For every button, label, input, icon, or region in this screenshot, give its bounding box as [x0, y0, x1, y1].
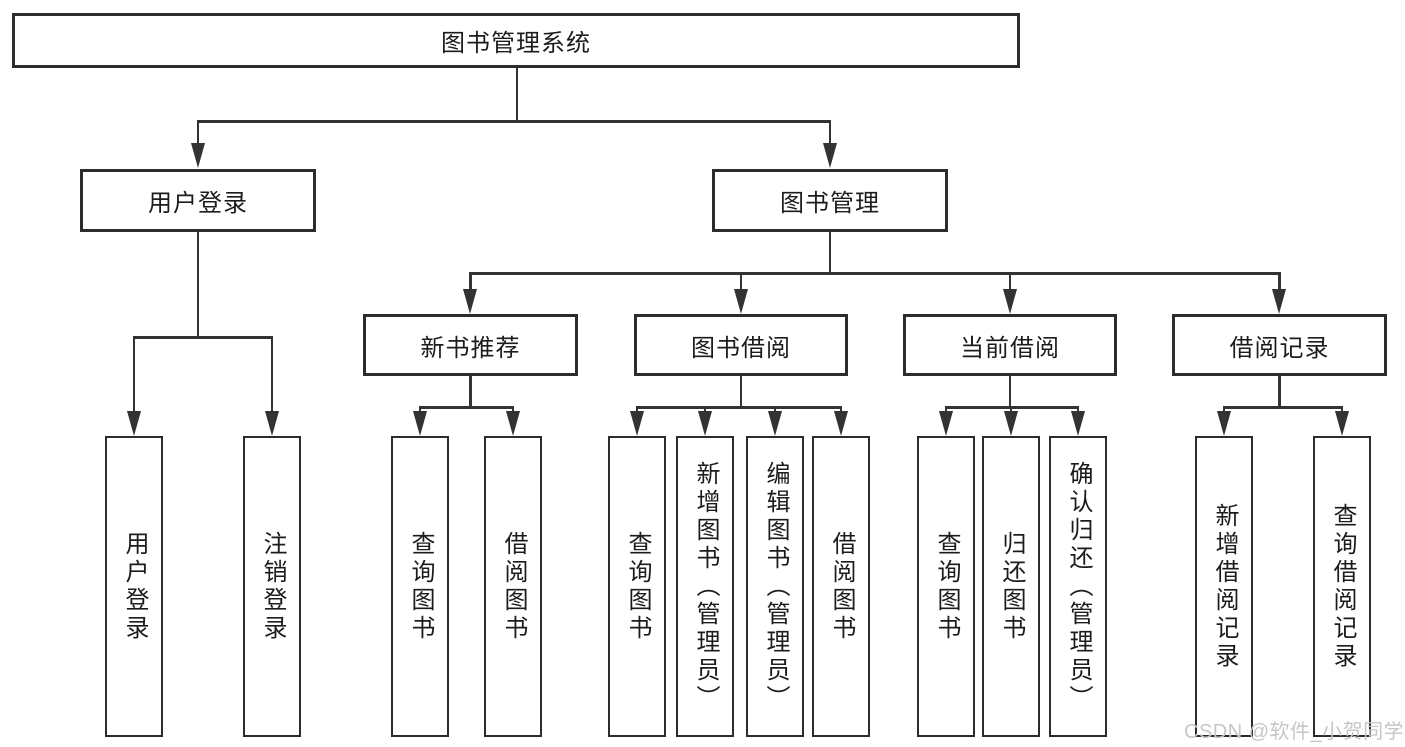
leaf-logout-label: 注销登录 — [259, 530, 286, 643]
arrow-down-icon — [505, 411, 520, 436]
leaf-current-query-label: 查询图书 — [933, 530, 960, 643]
arrow-down-icon — [767, 411, 782, 436]
connector-line — [469, 272, 1281, 275]
connector-line — [828, 232, 832, 272]
node-user-login-label: 用户登录 — [148, 190, 248, 217]
arrow-down-icon — [629, 411, 644, 436]
node-new-books: 新书推荐 — [363, 314, 578, 376]
connector-line — [635, 406, 639, 411]
arrow-down-icon — [1003, 411, 1018, 436]
connector-line — [132, 336, 136, 411]
connector-line — [270, 336, 274, 411]
leaf-current-confirm-label: 确认归还（管理员） — [1065, 460, 1092, 713]
arrow-down-icon — [1002, 289, 1017, 314]
leaf-user-login-label: 用户登录 — [121, 530, 148, 643]
connector-line — [635, 406, 843, 409]
node-user-login: 用户登录 — [80, 169, 316, 232]
arrow-down-icon — [1272, 289, 1286, 314]
connector-line — [1222, 406, 1343, 409]
connector-line — [196, 120, 832, 123]
node-new-books-label: 新书推荐 — [420, 334, 521, 362]
leaf-borrow-edit: 编辑图书（管理员） — [746, 436, 804, 737]
leaf-borrow-edit-label: 编辑图书（管理员） — [762, 460, 789, 713]
node-book-mgmt: 图书管理 — [712, 169, 948, 232]
node-root: 图书管理系统 — [12, 13, 1020, 68]
connector-line — [1278, 272, 1281, 289]
arrow-down-icon — [126, 411, 141, 436]
arrow-down-icon — [1216, 411, 1231, 436]
arrow-down-icon — [938, 411, 953, 436]
connector-line — [511, 406, 515, 411]
connector-line — [944, 406, 948, 411]
connector-line — [469, 272, 472, 289]
leaf-borrow-add-label: 新增图书（管理员） — [692, 460, 719, 713]
connector-line — [1076, 406, 1080, 411]
node-book-borrow-label: 图书借阅 — [691, 334, 791, 362]
connector-line — [1008, 376, 1012, 406]
leaf-current-return-label: 归还图书 — [998, 530, 1025, 643]
watermark: CSDN @软件_小贺同学 — [1184, 721, 1405, 743]
leaf-user-login: 用户登录 — [105, 436, 163, 737]
arrow-down-icon — [412, 411, 427, 436]
connector-line — [418, 406, 422, 411]
arrow-down-icon — [833, 411, 848, 436]
connector-line — [773, 406, 777, 411]
node-root-label: 图书管理系统 — [441, 30, 591, 57]
arrow-down-icon — [822, 143, 837, 168]
node-book-borrow: 图书借阅 — [634, 314, 848, 376]
leaf-borrow-query-label: 查询图书 — [624, 530, 651, 643]
node-current-borrow: 当前借阅 — [903, 314, 1117, 376]
connector-line — [1340, 406, 1344, 411]
arrow-down-icon — [697, 411, 712, 436]
leaf-current-return: 归还图书 — [982, 436, 1040, 737]
connector-line — [1278, 376, 1281, 406]
arrow-down-icon — [1070, 411, 1085, 436]
connector-line — [1009, 406, 1013, 411]
connector-line — [839, 406, 843, 411]
leaf-newbooks-query: 查询图书 — [391, 436, 449, 737]
leaf-current-confirm: 确认归还（管理员） — [1049, 436, 1107, 737]
leaf-records-query: 查询借阅记录 — [1313, 436, 1371, 737]
connector-line — [828, 120, 832, 143]
arrow-down-icon — [190, 143, 205, 168]
connector-line — [703, 406, 707, 411]
leaf-newbooks-borrow-label: 借阅图书 — [500, 530, 527, 643]
connector-line — [1222, 406, 1226, 411]
leaf-records-query-label: 查询借阅记录 — [1329, 502, 1356, 671]
connector-line — [418, 406, 515, 409]
leaf-records-add-label: 新增借阅记录 — [1211, 502, 1238, 671]
leaf-current-query: 查询图书 — [917, 436, 975, 737]
leaf-borrow-borrow-label: 借阅图书 — [828, 530, 855, 643]
connector-line — [515, 68, 519, 120]
arrow-down-icon — [463, 289, 477, 314]
node-book-mgmt-label: 图书管理 — [780, 190, 880, 217]
connector-line — [739, 272, 743, 289]
leaf-borrow-query: 查询图书 — [608, 436, 666, 737]
connector-line — [739, 376, 743, 406]
arrow-down-icon — [1334, 411, 1349, 436]
arrow-down-icon — [264, 411, 279, 436]
leaf-borrow-add: 新增图书（管理员） — [676, 436, 734, 737]
connector-line — [132, 336, 274, 339]
node-borrow-records: 借阅记录 — [1172, 314, 1387, 376]
connector-line — [469, 376, 472, 406]
connector-line — [196, 120, 200, 143]
leaf-newbooks-borrow: 借阅图书 — [484, 436, 542, 737]
node-current-borrow-label: 当前借阅 — [960, 334, 1060, 362]
leaf-borrow-borrow: 借阅图书 — [812, 436, 870, 737]
leaf-newbooks-query-label: 查询图书 — [407, 530, 434, 643]
connector-line — [1008, 272, 1012, 289]
connector-line — [196, 232, 200, 336]
leaf-logout: 注销登录 — [243, 436, 301, 737]
arrow-down-icon — [733, 289, 748, 314]
node-borrow-records-label: 借阅记录 — [1229, 334, 1330, 362]
leaf-records-add: 新增借阅记录 — [1195, 436, 1253, 737]
